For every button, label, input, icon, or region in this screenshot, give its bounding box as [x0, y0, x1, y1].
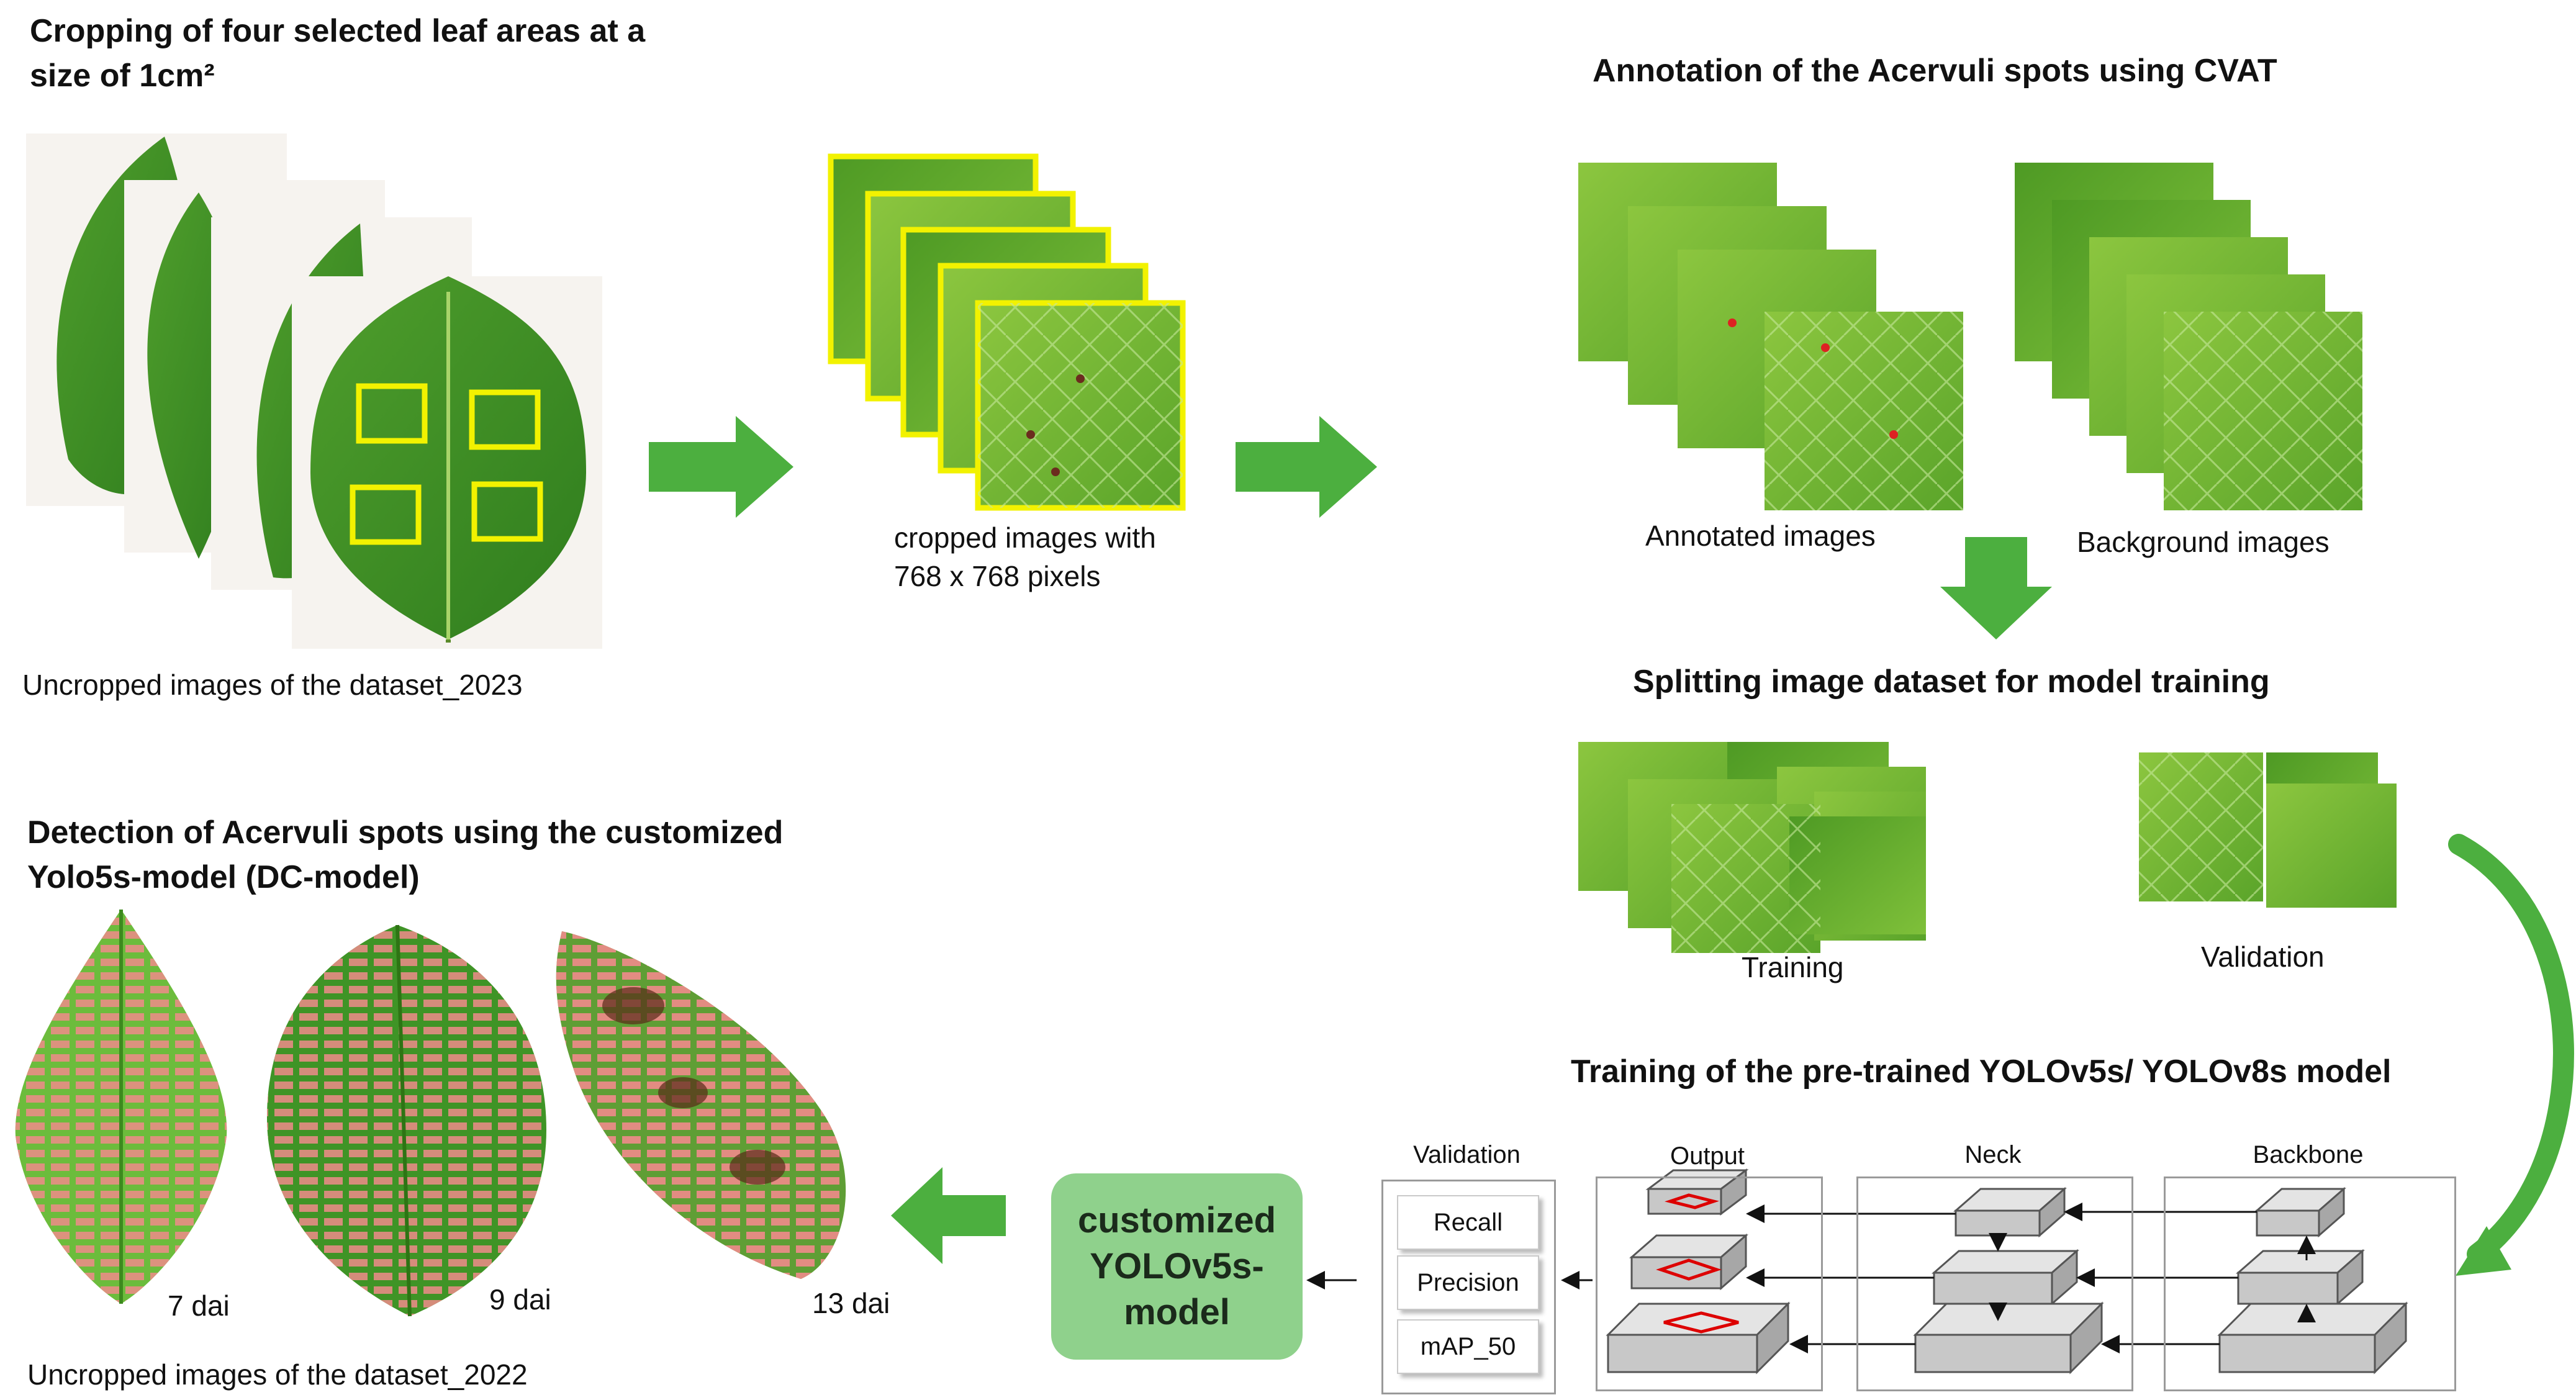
training-split-stack: [1578, 742, 1926, 953]
metric-recall: Recall: [1397, 1195, 1539, 1250]
cropping-title: Cropping of four selected leaf areas at …: [30, 9, 713, 98]
detection-title-line2: Yolo5s-model (DC-model): [27, 859, 420, 895]
arrow-left-big: [891, 1167, 1006, 1264]
cropped-tile-stack: [828, 153, 1186, 511]
output-blocks: [1606, 1168, 1791, 1375]
training-title: Training of the pre-trained YOLOv5s/ YOL…: [1571, 1054, 2392, 1090]
arrow-right-1: [649, 416, 793, 518]
curved-arrow: [2448, 834, 2574, 1265]
backbone-blocks: [2217, 1186, 2408, 1375]
caption-cropped: cropped images with 768 x 768 pixels: [894, 518, 1156, 595]
architecture-connectors: [1306, 1203, 2316, 1353]
caption-annotated: Annotated images: [1645, 520, 1876, 552]
label-9-dai: 9 dai: [489, 1283, 551, 1316]
caption-training-set: Training: [1742, 951, 1844, 983]
annotation-title: Annotation of the Acervuli spots using C…: [1593, 53, 2277, 89]
caption-validation-set: Validation: [2201, 941, 2325, 973]
validation-split-stack: [2139, 752, 2397, 908]
label-13-dai: 13 dai: [812, 1287, 890, 1319]
splitting-title: Splitting image dataset for model traini…: [1633, 664, 2270, 700]
neck-panel-title: Neck: [1964, 1141, 2022, 1168]
metric-map50: mAP_50: [1397, 1319, 1539, 1374]
arrow-right-2: [1236, 416, 1377, 518]
uncropped-leaf-stack: [26, 133, 602, 649]
arrow-down: [1940, 537, 2052, 639]
customized-model-box: customized YOLOv5s- model: [1051, 1173, 1303, 1360]
output-panel: [1596, 1176, 1823, 1391]
cropping-title-line1: Cropping of four selected leaf areas at …: [30, 13, 646, 49]
neck-panel: [1856, 1176, 2133, 1391]
annotated-image-stack: [1578, 163, 1963, 510]
label-7-dai: 7 dai: [168, 1289, 230, 1322]
model-box-line1: customized: [1077, 1200, 1277, 1240]
caption-background: Background images: [2077, 526, 2330, 558]
caption-cropped-line1: cropped images with: [894, 522, 1156, 554]
backbone-panel-title: Backbone: [2253, 1141, 2364, 1168]
detection-leaf-13dai: [556, 931, 846, 1279]
backbone-panel: [2164, 1176, 2456, 1391]
caption-uncropped-2023: Uncropped images of the dataset_2023: [22, 669, 523, 701]
detection-title-line1: Detection of Acervuli spots using the cu…: [27, 815, 784, 851]
output-panel-title: Output: [1670, 1142, 1745, 1170]
caption-uncropped-2022: Uncropped images of the dataset_2022: [27, 1358, 528, 1391]
validation-panel-title: Validation: [1413, 1141, 1521, 1168]
background-image-stack: [2015, 163, 2362, 510]
detection-title: Detection of Acervuli spots using the cu…: [27, 810, 897, 900]
caption-cropped-line2: 768 x 768 pixels: [894, 560, 1101, 592]
detection-leaf-7dai: [15, 910, 227, 1304]
detection-leaf-9dai: [267, 924, 546, 1317]
neck-blocks: [1913, 1186, 2104, 1375]
model-box-line2: YOLOv5s-: [1090, 1246, 1264, 1286]
model-box-line3: model: [1124, 1292, 1230, 1332]
customized-model-label: customized YOLOv5s- model: [1078, 1198, 1276, 1335]
metric-precision: Precision: [1397, 1255, 1539, 1310]
cropping-title-line2: size of 1cm²: [30, 58, 215, 94]
